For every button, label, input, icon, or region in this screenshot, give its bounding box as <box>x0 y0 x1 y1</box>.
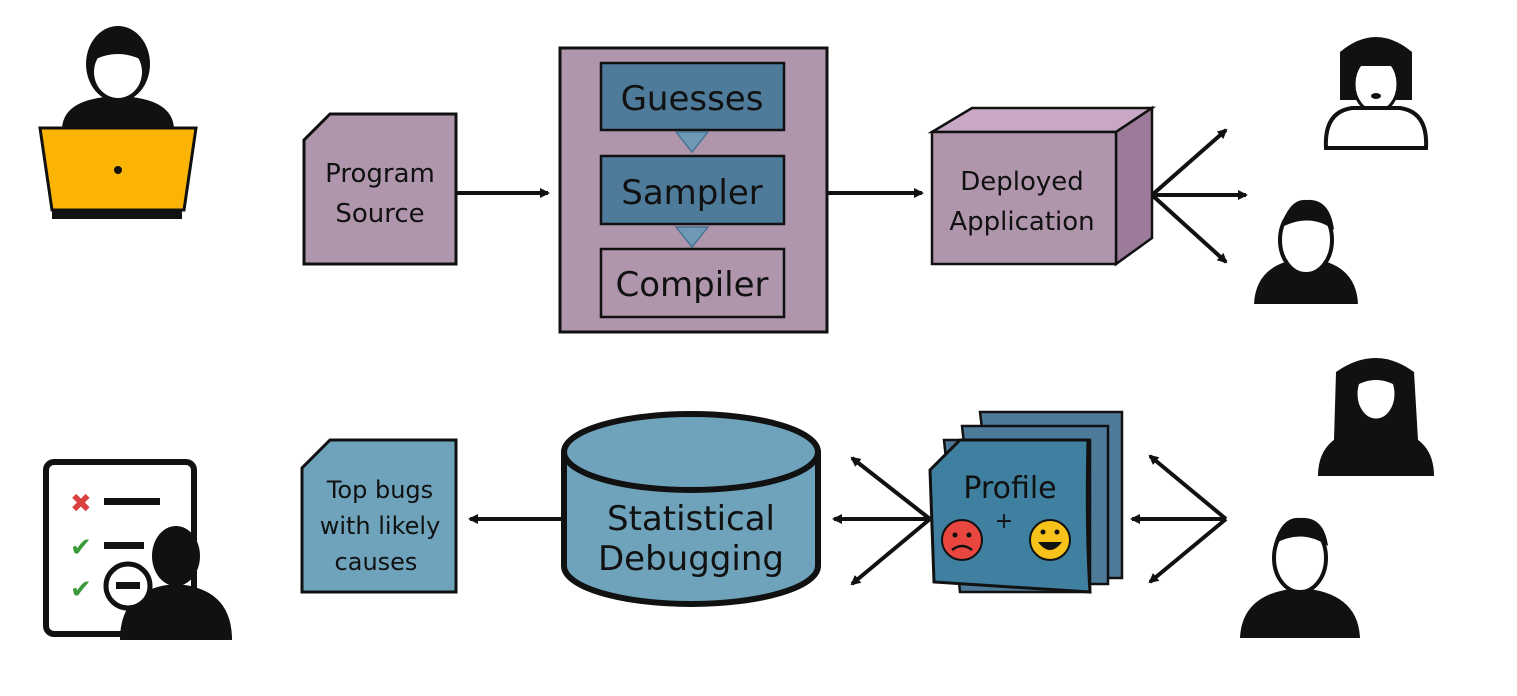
developer-laptop-icon <box>38 26 198 219</box>
sampler-box <box>599 154 786 226</box>
program-source-label-line-1: Program <box>325 159 435 189</box>
statistical-debugging-label-line-2: Debugging <box>598 539 784 579</box>
deployed-application-label-line-1: Deployed <box>960 167 1084 197</box>
sampler-label: Sampler <box>621 173 762 213</box>
program-source-label-line-2: Source <box>335 199 424 229</box>
happy-face-icon <box>1029 519 1071 561</box>
top-bugs-document: Top bugs with likely causes <box>300 438 458 594</box>
down-arrow-icon <box>674 226 710 249</box>
check-icon: ✔ <box>70 533 92 563</box>
profile-documents-icon: Profile + <box>928 410 1124 594</box>
compiler-box <box>599 247 786 319</box>
database-icon: Statistical Debugging <box>561 411 821 607</box>
profile-plus-label: + <box>995 509 1013 534</box>
compiler-label: Compiler <box>615 265 768 305</box>
top-bugs-label-line-2: with likely <box>320 512 441 540</box>
checklist-inspector-icon: ✖ ✔ ✔ <box>43 459 232 640</box>
fan-in-arrows-right <box>1130 454 1228 584</box>
user-man-icon <box>1240 517 1360 638</box>
pipeline-container: Guesses Sampler Compiler <box>558 46 829 334</box>
fan-in-arrows-left <box>832 456 932 586</box>
statistical-debugging-label-line-1: Statistical <box>607 499 775 539</box>
down-arrow-icon <box>674 131 710 154</box>
deployed-application-label-line-2: Application <box>949 207 1094 237</box>
profile-label: Profile <box>963 471 1056 506</box>
user-woman-icon <box>1323 37 1429 150</box>
top-bugs-label-line-1: Top bugs <box>326 476 433 504</box>
user-man-icon <box>1254 199 1358 304</box>
user-woman-icon <box>1318 358 1434 476</box>
guesses-box <box>599 61 786 132</box>
check-icon: ✔ <box>70 575 92 605</box>
fan-out-arrows <box>1150 128 1248 264</box>
angry-face-icon <box>941 519 983 561</box>
top-bugs-label-line-3: causes <box>335 548 418 576</box>
guesses-label: Guesses <box>621 79 764 119</box>
deployed-application-cube: Deployed Application <box>927 105 1157 267</box>
cross-icon: ✖ <box>70 489 92 519</box>
program-source-document: Program Source <box>302 112 458 266</box>
